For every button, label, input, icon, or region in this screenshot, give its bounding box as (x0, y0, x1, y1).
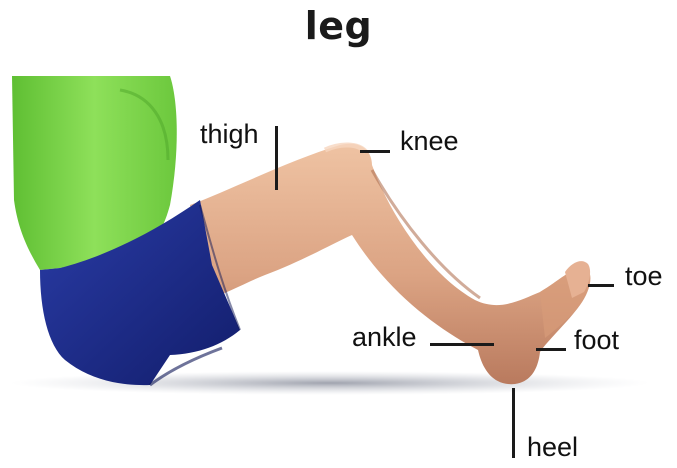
leader-line-thigh (275, 126, 278, 190)
leader-line-ankle (430, 343, 494, 346)
leader-line-knee (360, 150, 390, 153)
label-foot: foot (574, 327, 619, 354)
leader-line-toe (588, 284, 614, 287)
leader-line-foot (536, 348, 566, 351)
label-heel: heel (527, 434, 578, 461)
diagram-title: leg (0, 4, 677, 48)
label-knee: knee (400, 128, 459, 155)
leader-line-heel (512, 388, 515, 458)
label-ankle: ankle (352, 324, 417, 351)
label-toe: toe (625, 263, 663, 290)
label-thigh: thigh (200, 121, 259, 148)
